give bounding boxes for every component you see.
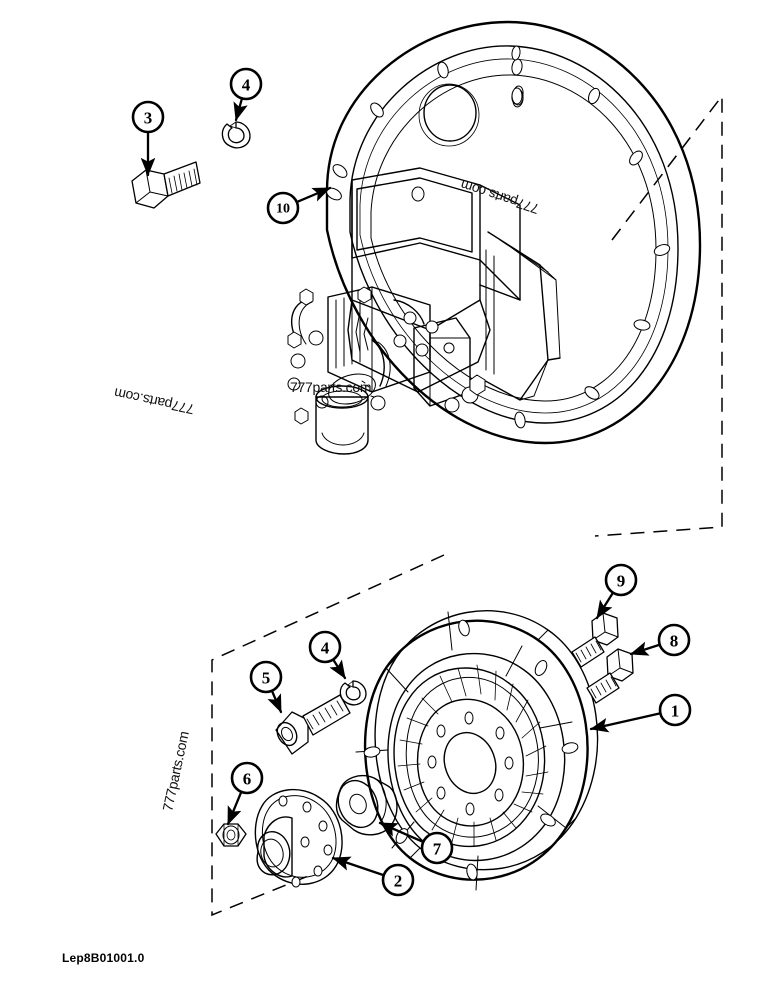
upper-assembly-dashed-boundary	[594, 93, 723, 537]
part-5-socket-head-cap-screw	[275, 694, 351, 755]
callout-6[interactable]: 6	[226, 761, 264, 826]
callout-4b-label: 4	[321, 639, 330, 658]
wm-lowerleft: 777parts.com	[159, 730, 192, 813]
callout-8-label: 8	[670, 632, 679, 651]
callout-6-leader	[226, 791, 243, 826]
callout-4a-leader	[233, 98, 248, 122]
callout-3-circle[interactable]	[131, 100, 165, 134]
wm-housing: 777parts.com	[459, 177, 541, 217]
callout-8-leader	[629, 641, 660, 656]
callout-9-leader	[595, 592, 614, 620]
callout-4b-circle[interactable]	[308, 630, 342, 664]
pump-output-barrel	[315, 373, 376, 455]
drawing-number: Lep8B01001.0	[62, 951, 145, 965]
part-8-hex-bolt	[586, 648, 634, 704]
callout-6-circle[interactable]	[230, 761, 264, 795]
part-9-hex-bolt	[571, 612, 619, 668]
housing-access-port	[418, 83, 480, 147]
callout-3[interactable]: 3	[131, 100, 165, 177]
callout-1-label: 1	[671, 702, 680, 721]
callout-7-label: 7	[433, 840, 442, 859]
part-2-drive-hub	[254, 788, 343, 888]
callout-4a-label: 4	[242, 76, 251, 95]
coupling-vanes	[397, 664, 549, 847]
part-6-lock-nut	[215, 823, 247, 847]
callout-4b-leader	[329, 659, 347, 680]
callout-5-label: 5	[262, 669, 271, 688]
callout-9[interactable]: 9	[595, 563, 638, 620]
hub-bolt-holes	[278, 795, 333, 888]
callout-4a-circle[interactable]	[229, 67, 263, 101]
callout-7[interactable]: 7	[378, 821, 454, 865]
callout-8-circle[interactable]	[657, 623, 691, 657]
part-3-hex-bolt	[131, 161, 201, 209]
callout-10-leader	[296, 186, 332, 203]
bell-housing	[325, 20, 702, 445]
part-4a-lock-washer	[221, 121, 251, 149]
wm-left: 777parts.com	[113, 385, 196, 418]
callout-5-leader	[267, 690, 283, 714]
callout-4a[interactable]: 4	[229, 67, 263, 122]
callout-9-label: 9	[617, 572, 626, 591]
wm-center: 777parts.com	[290, 379, 371, 395]
callout-2-circle[interactable]	[381, 863, 415, 897]
callout-2[interactable]: 2	[331, 856, 415, 897]
part-4b-lock-washer	[339, 680, 367, 706]
callout-7-circle[interactable]	[420, 831, 454, 865]
callout-1-leader	[589, 712, 661, 733]
coupling-bolt-holes	[363, 619, 579, 881]
part-1-flexible-drive-coupling	[355, 610, 599, 891]
callout-10[interactable]: 10	[266, 186, 332, 225]
lower-assembly-dashed-boundary	[211, 554, 445, 917]
callout-2-leader	[331, 856, 384, 877]
callout-9-circle[interactable]	[604, 563, 638, 597]
callout-1[interactable]: 1	[589, 693, 692, 733]
callout-4b[interactable]: 4	[308, 630, 347, 680]
callout-10-circle[interactable]	[266, 191, 300, 225]
callout-5-circle[interactable]	[249, 660, 283, 694]
callout-2-label: 2	[394, 872, 403, 891]
callout-7-leader	[378, 821, 424, 843]
callout-3-label: 3	[144, 109, 153, 128]
flange-bolt-holes	[326, 45, 671, 429]
callout-6-label: 6	[243, 770, 252, 789]
hydraulic-pump-assembly	[287, 286, 486, 455]
callout-1-circle[interactable]	[658, 693, 692, 727]
callout-5[interactable]: 5	[249, 660, 283, 714]
callout-8[interactable]: 8	[629, 623, 691, 657]
coupling-hub-bolt-holes	[427, 711, 514, 816]
callout-10-label: 10	[276, 202, 290, 217]
callout-layer: 3 4 10 9 8 1 4 5 6 7 2	[131, 67, 692, 897]
